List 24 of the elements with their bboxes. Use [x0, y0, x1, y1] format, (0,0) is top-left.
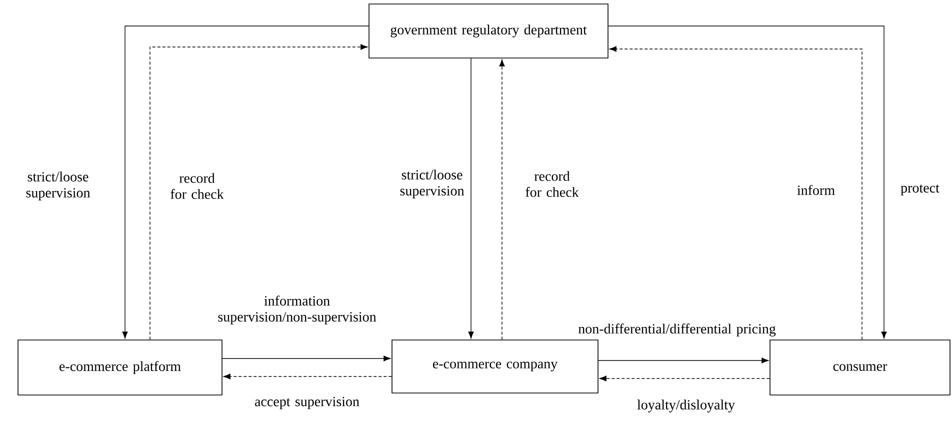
edge-label: loyalty/disloyalty — [637, 400, 735, 412]
edge-label: strict/loose supervision — [26, 172, 90, 200]
entity-box: e-commerce company — [392, 340, 598, 394]
edge-label: non-differential/differential pricing — [578, 324, 776, 336]
arrow — [222, 356, 391, 362]
arrow — [224, 374, 392, 380]
arrow — [468, 58, 474, 339]
arrow — [499, 60, 505, 340]
edge-label: protect — [900, 184, 940, 196]
arrow — [608, 26, 887, 339]
edge-label: inform — [797, 185, 835, 195]
entity-box: government regulatory department — [368, 4, 608, 58]
edge-label: information supervision/non-supervision — [218, 296, 376, 324]
arrow — [600, 376, 770, 382]
edge-label: strict/loose supervision — [400, 170, 464, 198]
arrow — [150, 44, 368, 340]
arrow — [598, 358, 769, 364]
arrow — [122, 26, 369, 339]
edge-label: record for check — [170, 173, 224, 199]
entity-box: e-commerce platform — [18, 340, 222, 396]
entity-box: consumer — [770, 340, 950, 396]
edge-label: record for check — [526, 171, 579, 197]
arrow — [610, 46, 862, 340]
edge-label: accept supervision — [255, 396, 360, 410]
